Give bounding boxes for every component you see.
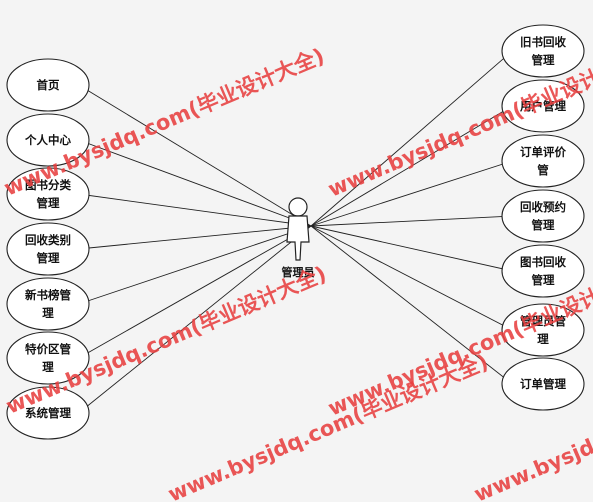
association-line [310,225,513,385]
use-case-label: 特价区管 [25,342,71,356]
use-case-label: 系统管理 [25,406,71,420]
use-case-label: 回收类别 [25,233,71,247]
use-case-left-1: 个人中心 [6,113,90,167]
use-case-label: 图书回收 [520,255,566,269]
association-line [310,215,513,227]
association-line [78,193,312,227]
use-case-label: 用户管理 [519,99,566,113]
use-case-ellipse [501,357,585,411]
use-case-label: 管理 [532,218,555,232]
use-case-label: 管理 [532,53,555,67]
use-case-label: 个人中心 [24,133,71,147]
use-case-label: 理 [42,306,54,320]
use-case-ellipse [501,134,585,188]
association-line [78,225,312,250]
watermark-text: www.bysjdq.com(毕业设计大全) [165,350,492,502]
association-line [310,160,513,227]
use-case-label: 管理员管 [520,314,566,328]
use-case-ellipse [501,24,585,78]
use-case-right-6: 订单管理 [501,357,585,411]
use-case-ellipse [501,189,585,243]
use-case-label: 旧书回收 [520,35,566,49]
association-line [310,105,513,227]
use-case-label: 管理 [37,251,60,265]
use-case-label: 新书榜管 [25,288,71,302]
use-case-ellipse [6,113,90,167]
actor-body [286,215,310,261]
use-case-ellipse [501,303,585,357]
association-line [78,225,312,414]
use-case-group: 首页个人中心图书分类管理回收类别管理新书榜管理特价区管理系统管理旧书回收管理用户… [6,24,585,440]
association-line [78,225,312,305]
use-case-label: 管 [537,163,549,177]
association-line [78,84,312,227]
use-case-label: 理 [537,332,549,346]
use-case-left-0: 首页 [6,58,90,112]
use-case-ellipse [6,277,90,331]
use-case-label: 订单管理 [520,377,566,391]
use-case-ellipse [501,79,585,133]
association-lines [78,50,513,414]
use-case-ellipse [6,167,90,221]
use-case-ellipse [6,386,90,440]
association-line [78,225,312,359]
association-line [310,50,513,227]
use-case-ellipse [6,58,90,112]
use-case-ellipse [6,331,90,385]
use-case-ellipse [501,244,585,298]
association-line [310,225,513,331]
use-case-label: 管理 [37,196,60,210]
use-case-label: 首页 [37,78,60,92]
use-case-label: 图书分类 [25,178,71,192]
actor-label: 管理员 [282,265,315,279]
use-case-ellipse [6,222,90,276]
association-line [310,225,513,272]
actor-head [288,197,308,217]
use-case-left-6: 系统管理 [6,386,90,440]
use-case-right-1: 用户管理 [501,79,585,133]
use-case-label: 订单评价 [520,145,566,159]
association-line [78,139,312,227]
use-case-label: 理 [42,360,54,374]
use-case-label: 管理 [532,273,555,287]
actor-administrator: 管理员 [282,197,315,279]
use-case-label: 回收预约 [520,200,566,214]
